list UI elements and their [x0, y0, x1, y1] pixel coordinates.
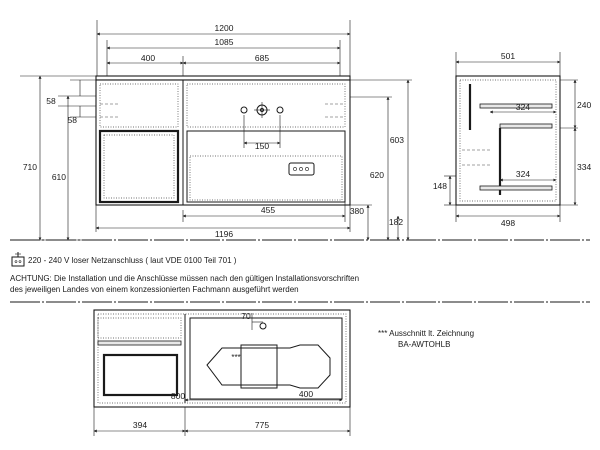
dim-182: 182	[389, 217, 403, 227]
dim-501: 501	[501, 51, 515, 61]
dim-324-bottom: 324	[516, 169, 530, 179]
left-drawer	[98, 129, 180, 204]
dim-1200: 1200	[215, 23, 234, 33]
power-note: 220 - 240 V loser Netzanschluss ( laut V…	[28, 256, 237, 265]
dim-800: 800	[171, 391, 185, 401]
power-socket-icon	[288, 162, 315, 176]
plan-view: *** 70 800 400 394 775 *** Ausschnitt lt…	[93, 309, 474, 436]
dim-498: 498	[501, 218, 515, 228]
reference-code: BA-AWTOHLB	[398, 340, 450, 349]
dim-455: 455	[261, 205, 275, 215]
dim-710: 710	[23, 162, 37, 172]
dim-150: 150	[255, 141, 269, 151]
cutout-note: *** Ausschnitt lt. Zeichnung	[378, 329, 474, 338]
dim-775: 775	[255, 420, 269, 430]
basin-cutout	[206, 344, 331, 389]
dim-334: 334	[577, 162, 591, 172]
dim-400: 400	[141, 53, 155, 63]
dim-603: 603	[390, 135, 404, 145]
plan-cabinet	[93, 309, 351, 408]
dim-1196: 1196	[215, 229, 234, 239]
dim-58-a: 58	[46, 96, 56, 106]
dim-58-b: 58	[68, 115, 78, 125]
cabinet-body	[95, 79, 351, 206]
side-cabinet	[455, 75, 561, 206]
cutout-marker: ***	[231, 353, 240, 362]
dim-400-plan: 400	[299, 389, 313, 399]
notes: 220 - 240 V loser Netzanschluss ( laut V…	[10, 252, 590, 303]
tap-connection-icon	[240, 102, 284, 118]
dim-394: 394	[133, 420, 147, 430]
dim-148: 148	[433, 181, 447, 191]
side-view: 501 324 324 240 334 148 498	[433, 51, 592, 228]
dim-380: 380	[350, 206, 364, 216]
dim-1085: 1085	[215, 37, 234, 47]
warning-line-2: des jeweiligen Landes von einem konzessi…	[10, 285, 299, 294]
front-view: 1200 1085 400 685	[10, 20, 590, 241]
dim-685: 685	[255, 53, 269, 63]
countertop	[95, 75, 351, 81]
warning-line-1: ACHTUNG: Die Installation und die Anschl…	[10, 274, 359, 283]
electrical-connection-icon	[11, 252, 25, 267]
dim-240: 240	[577, 100, 591, 110]
dim-70: 70	[241, 311, 251, 321]
dim-620: 620	[370, 170, 384, 180]
dim-324-top: 324	[516, 102, 530, 112]
right-drawer	[186, 130, 346, 203]
dim-610: 610	[52, 172, 66, 182]
drain-hole-icon	[259, 322, 267, 330]
